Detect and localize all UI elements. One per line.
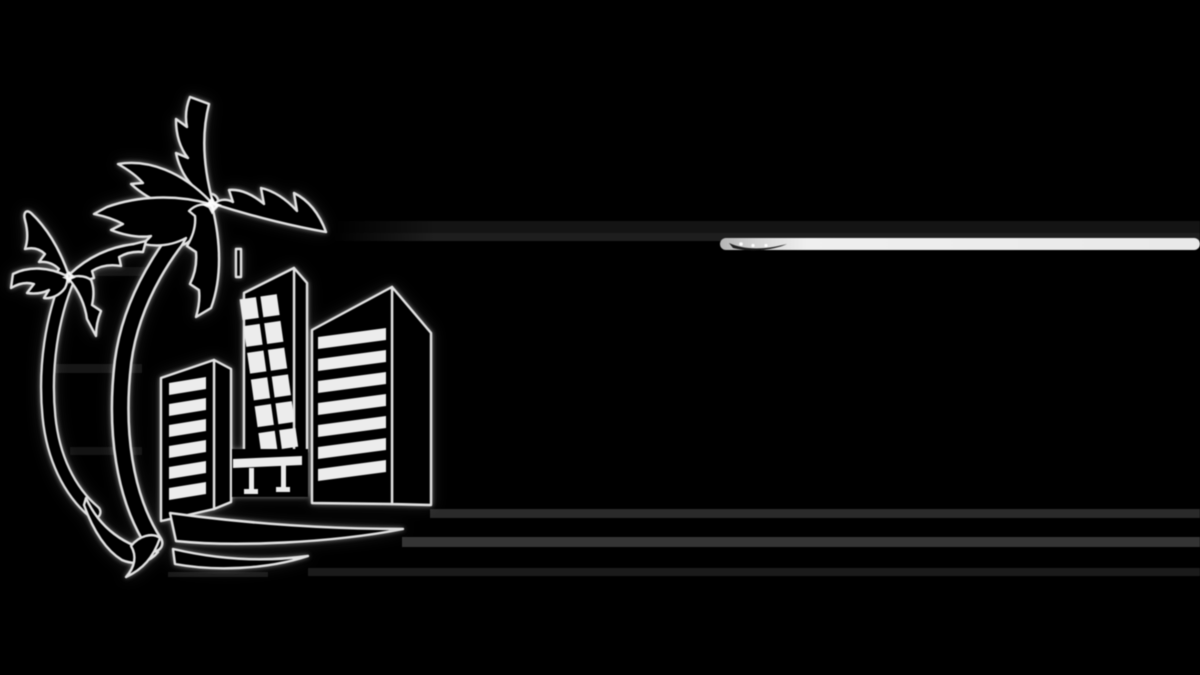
light-band-smudge <box>729 243 787 251</box>
swoosh-stroke-lower <box>171 547 310 570</box>
center-tower-side <box>292 266 309 458</box>
palm-frond-right <box>212 186 328 234</box>
top-dark-band-upper <box>330 221 1200 233</box>
left-building-windows <box>169 377 206 500</box>
large-palm-tree <box>92 95 328 319</box>
right-building-windows <box>318 328 386 481</box>
palm-frond-upper-left <box>23 210 70 278</box>
swoosh-stroke-upper <box>168 511 405 545</box>
left-building <box>159 358 233 523</box>
ground-trail-2 <box>402 537 1200 547</box>
band-speck <box>764 243 768 248</box>
trunk-tip <box>124 534 162 579</box>
band-speck <box>751 243 755 248</box>
center-tower <box>232 247 309 497</box>
palm-frond-left <box>9 267 69 300</box>
ground-trail-1 <box>430 509 1200 518</box>
small-palm-trunk <box>42 273 100 518</box>
right-building-side <box>390 285 433 507</box>
ground-swoosh <box>168 511 405 570</box>
entrance-canopy <box>232 449 308 497</box>
left-building-side <box>212 358 233 511</box>
smear-artifact <box>95 267 147 276</box>
smear-artifact <box>70 447 142 455</box>
center-tower-windows <box>239 294 299 452</box>
palm-knot <box>62 271 76 284</box>
palm-frond-left <box>92 196 212 247</box>
right-building <box>310 285 433 507</box>
roof-antenna <box>234 247 243 279</box>
smear-artifact <box>52 364 142 373</box>
smear-artifact <box>168 572 268 577</box>
ground-trail-3 <box>308 568 1200 576</box>
light-band-artifact <box>720 238 1200 250</box>
palm-frond-down <box>67 274 103 338</box>
palm-knot <box>202 196 222 215</box>
top-dark-band-lower <box>330 233 1200 241</box>
palm-frond-up-right <box>68 239 148 281</box>
band-speck <box>739 242 743 246</box>
small-palm-tree <box>9 210 148 338</box>
palm-frond-down <box>185 203 221 319</box>
